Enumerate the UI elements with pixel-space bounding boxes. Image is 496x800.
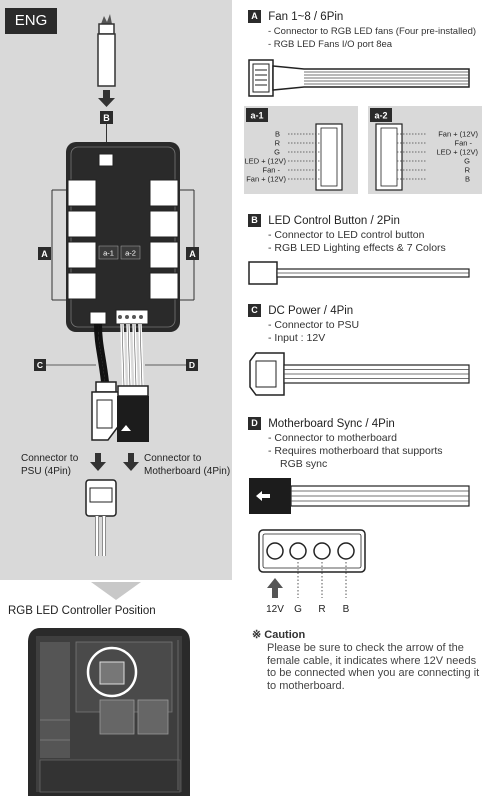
psu-female-connector: [85, 479, 117, 556]
section-c-line-2: - Input : 12V: [268, 332, 326, 344]
caution-text: Please be sure to check the arrow of the…: [267, 642, 480, 692]
connector-psu-label-2: PSU (4Pin): [21, 466, 71, 477]
down-triangle-icon: [91, 582, 141, 600]
connector-psu-label-1: Connector to: [21, 453, 79, 464]
badge-a-right: [186, 247, 199, 260]
section-c-title-text: DC Power / 4Pin: [268, 304, 354, 317]
section-b-line-2: - RGB LED Lighting effects & 7 Colors: [268, 242, 446, 254]
section-d-line-2: - Requires motherboard that supports: [268, 445, 443, 457]
badge-d-left: [186, 359, 198, 371]
caution-title: ※ Caution: [252, 629, 306, 641]
arrow-up-icon: [267, 578, 283, 598]
badge-a-left-label: A: [41, 249, 48, 259]
port-label-a1-box: [98, 245, 119, 260]
position-title: RGB LED Controller Position: [8, 605, 156, 617]
port-label-a1: a-1: [103, 249, 114, 258]
controller-board: [66, 142, 180, 332]
pinout-a2-label: a-2: [374, 111, 387, 121]
motherboard-cable: [117, 323, 149, 442]
port-label-a2: a-2: [125, 249, 136, 258]
badge-b: [100, 111, 113, 124]
pinout-a2-pin-2: Fan -: [454, 139, 472, 148]
fan-connector-cable: [248, 59, 470, 97]
arrow-down-icon: [90, 453, 106, 471]
pinout-a1: a-1 B R G LED + (12V) Fan - Fan + (12V): [244, 106, 358, 194]
section-a-line-2: - RGB LED Fans I/O port 8ea: [268, 39, 393, 50]
pinout-a2-pin-4: G: [464, 157, 470, 166]
sync-pin-12v: 12V: [266, 604, 284, 615]
badge-a: A: [248, 10, 261, 23]
pinout-a2-pin-3: LED + (12V): [437, 148, 479, 157]
sync-pin-g: G: [294, 604, 302, 615]
controller-diagram: B a-1 a-2 A A: [21, 14, 230, 556]
section-d-title-text: Motherboard Sync / 4Pin: [268, 417, 395, 430]
section-b-title: B LED Control Button / 2Pin: [248, 214, 400, 227]
pinout-a1-pin-3: G: [274, 148, 280, 157]
pinout-a2-pin-6: B: [465, 175, 470, 184]
badge-b: B: [248, 214, 261, 227]
pinout-a1-pin-4: LED + (12V): [245, 157, 287, 166]
pinout-a1-label: a-1: [250, 111, 263, 121]
pinout-a1-pin-2: R: [275, 139, 281, 148]
led-button-connector-cable: [248, 261, 470, 285]
psu-cable: [91, 323, 121, 441]
section-c-title: C DC Power / 4Pin: [248, 304, 353, 317]
section-a-title: A Fan 1~8 / 6Pin: [248, 10, 343, 23]
pinout-a1-pin-1: B: [275, 130, 280, 139]
section-d-line-1: - Connector to motherboard: [268, 432, 397, 444]
arrow-down-icon: [98, 90, 115, 107]
dc-power-connector-cable: [249, 352, 470, 396]
badge-c-left: [34, 359, 46, 371]
connector-mb-label-1: Connector to: [144, 453, 202, 464]
led-button-cable: [97, 14, 116, 87]
section-d-line-3: RGB sync: [280, 458, 328, 470]
badge-d: D: [248, 417, 261, 430]
controller-highlight: [86, 646, 138, 698]
badge-a-right-label: A: [189, 249, 196, 259]
badge-b-label: B: [103, 113, 110, 123]
sync-pin-b: B: [343, 604, 350, 615]
motherboard-sync-connector-cable: [249, 478, 470, 514]
sync-pin-r: R: [318, 604, 325, 615]
section-c-line-1: - Connector to PSU: [268, 319, 360, 331]
pinout-a2-pin-1: Fan + (12V): [438, 130, 478, 139]
section-a-line-1: - Connector to RGB LED fans (Four pre-in…: [268, 26, 477, 37]
section-b-line-1: - Connector to LED control button: [268, 229, 425, 241]
pinout-a1-pin-6: Fan + (12V): [246, 175, 286, 184]
pinout-a1-pin-5: Fan -: [262, 166, 280, 175]
port-label-a2-box: [120, 245, 141, 260]
badge-a-left: [38, 247, 51, 260]
sync-pinout: 12V G R B: [258, 529, 366, 615]
language-tab[interactable]: ENG: [5, 8, 57, 34]
pc-case-diagram: [0, 620, 232, 800]
connector-mb-label-2: Motherboard (4Pin): [144, 466, 230, 477]
badge-c: C: [248, 304, 261, 317]
section-d-title: D Motherboard Sync / 4Pin: [248, 417, 395, 430]
pinout-a2-pin-5: R: [465, 166, 471, 175]
arrow-down-icon: [123, 453, 139, 471]
section-b-title-text: LED Control Button / 2Pin: [268, 214, 400, 227]
pinout-a2: a-2 Fan + (12V) Fan - LED + (12V) G R B: [368, 106, 482, 194]
section-a-title-text: Fan 1~8 / 6Pin: [268, 10, 344, 23]
badge-c-left-label: C: [37, 360, 43, 370]
badge-d-left-label: D: [189, 360, 195, 370]
